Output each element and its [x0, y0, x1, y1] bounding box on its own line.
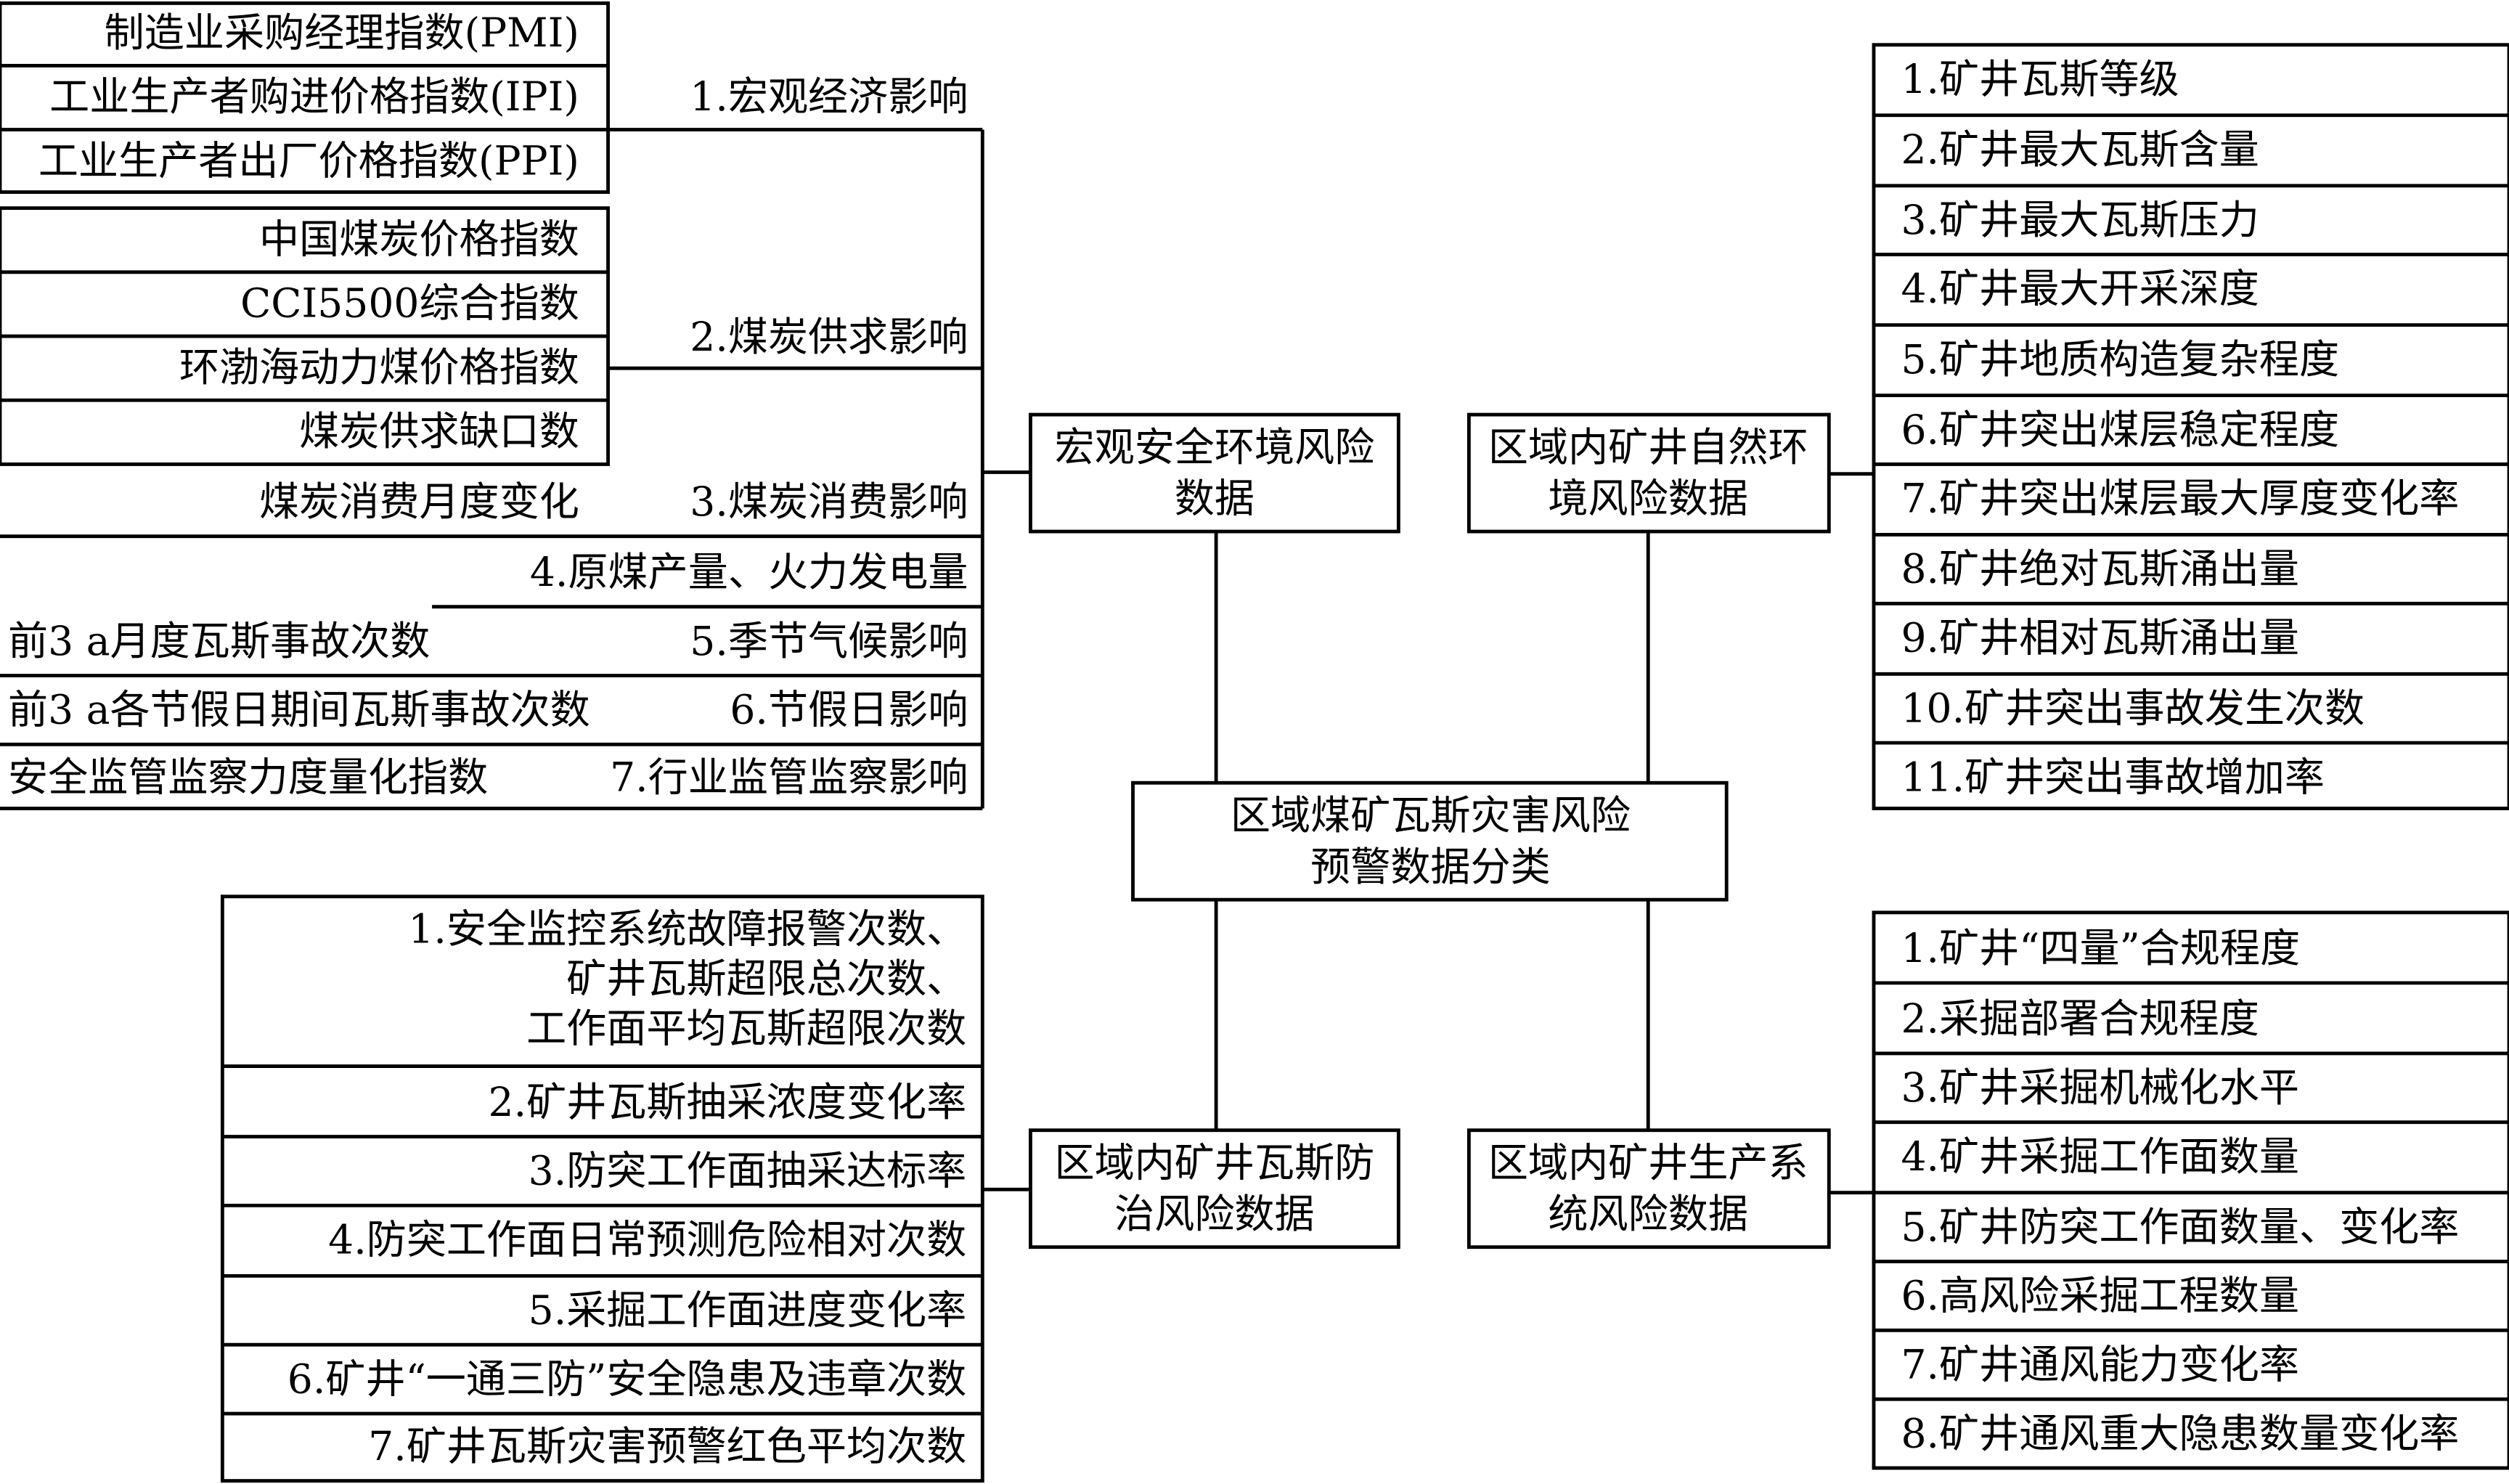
season-indicator: 前3 a月度瓦斯事故次数	[8, 618, 431, 665]
supply-indicator: CCI5500综合指数	[240, 280, 579, 327]
natural-item: 1.矿井瓦斯等级	[1901, 56, 2179, 103]
prevention-item: 6.矿井“一通三防”安全隐患及违章次数	[287, 1355, 967, 1403]
natural-item: 5.矿井地质构造复杂程度	[1901, 336, 2340, 383]
prevention-item: 3.防突工作面抽采达标率	[528, 1147, 967, 1194]
production-item: 8.矿井通风重大隐患数量变化率	[1901, 1410, 2460, 1457]
production-item: 3.矿井采掘机械化水平	[1901, 1064, 2299, 1112]
natural-risk-box: 区域内矿井自然环境风险数据	[1488, 423, 1808, 521]
macro-category: 2.煤炭供求影响	[690, 314, 968, 361]
natural-item: 7.矿井突出煤层最大厚度变化率	[1901, 475, 2460, 522]
prevention-item: 7.矿井瓦斯灾害预警红色平均次数	[368, 1423, 967, 1470]
macro-category: 7.行业监管监察影响	[610, 754, 968, 801]
natural-item: 11.矿井突出事故增加率	[1901, 754, 2325, 801]
natural-item: 4.矿井最大开采深度	[1901, 266, 2259, 312]
macro-category: 3.煤炭消费影响	[690, 478, 968, 526]
macro-category: 1.宏观经济影响	[690, 73, 968, 121]
prevention-risk-box: 区域内矿井瓦斯防治风险数据	[1054, 1138, 1375, 1237]
holiday-indicator: 前3 a各节假日期间瓦斯事故次数	[8, 686, 590, 733]
natural-item: 10.矿井突出事故发生次数	[1901, 685, 2365, 732]
prevention-item: 5.采掘工作面进度变化率	[528, 1287, 967, 1334]
macro-category: 5.季节气候影响	[690, 618, 968, 665]
production-item: 7.矿井通风能力变化率	[1901, 1341, 2299, 1388]
supply-indicator: 环渤海动力煤价格指数	[179, 344, 579, 391]
macro-category: 4.原煤产量、火力发电量	[529, 549, 968, 596]
production-item: 1.矿井“四量”合规程度	[1901, 925, 2301, 972]
prevention-item: 2.矿井瓦斯抽采浓度变化率	[488, 1079, 967, 1126]
macro-category: 6.节假日影响	[730, 686, 968, 733]
prevention-item: 4.防突工作面日常预测危险相对次数	[328, 1216, 967, 1263]
natural-item: 8.矿井绝对瓦斯涌出量	[1901, 545, 2299, 592]
natural-item: 9.矿井相对瓦斯涌出量	[1901, 614, 2299, 661]
consumption-indicator: 煤炭消费月度变化	[259, 478, 579, 526]
prevention-item-line: 1.安全监控系统故障报警次数、	[408, 906, 967, 953]
prevention-item-line: 工作面平均瓦斯超限次数	[526, 1005, 967, 1052]
economic-indicator: 工业生产者购进价格指数(IPI)	[49, 73, 579, 121]
production-risk-box: 区域内矿井生产系统风险数据	[1488, 1138, 1808, 1237]
natural-item: 6.矿井突出煤层稳定程度	[1901, 407, 2340, 454]
production-item: 4.矿井采掘工作面数量	[1901, 1133, 2299, 1181]
supply-indicator: 煤炭供求缺口数	[299, 408, 579, 455]
macro-risk-box: 宏观安全环境风险数据	[1054, 423, 1375, 521]
supply-indicator: 中国煤炭价格指数	[259, 216, 579, 263]
supervision-indicator: 安全监管监察力度量化指数	[8, 754, 489, 801]
center-classification-box: 区域煤矿瓦斯灾害风险预警数据分类	[1230, 791, 1631, 889]
production-item: 2.采掘部署合规程度	[1901, 995, 2259, 1043]
economic-indicator: 制造业采购经理指数(PMI)	[104, 9, 579, 57]
economic-indicator: 工业生产者出厂价格指数(PPI)	[38, 137, 579, 184]
production-item: 5.矿井防突工作面数量、变化率	[1901, 1204, 2460, 1251]
production-item: 6.高风险采掘工程数量	[1901, 1272, 2299, 1319]
natural-item: 3.矿井最大瓦斯压力	[1901, 197, 2259, 244]
prevention-item-line: 矿井瓦斯超限总次数、	[566, 955, 967, 1003]
natural-item: 2.矿井最大瓦斯含量	[1901, 126, 2259, 174]
